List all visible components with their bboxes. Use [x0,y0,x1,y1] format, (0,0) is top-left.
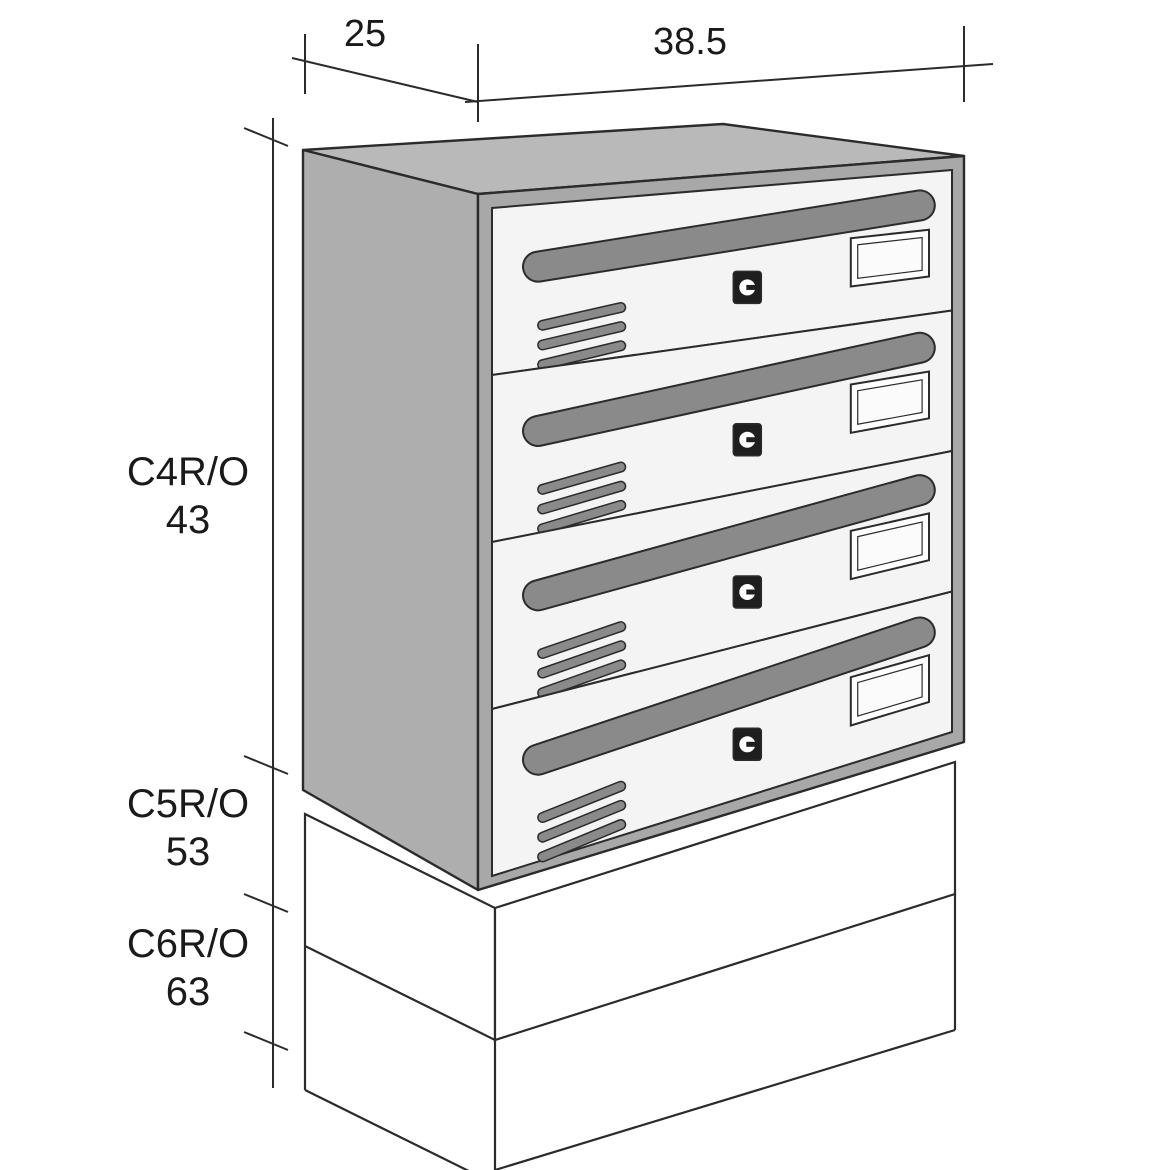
lock-keyway [746,589,758,595]
height-label-c6: C6R/O 63 [108,920,268,1016]
width-label: 38.5 [653,21,727,63]
extension-base-c6 [303,894,957,1170]
model-name-c5: C5R/O [126,782,250,826]
name-plate-window [857,663,923,717]
mailbox-door [491,168,953,377]
vent-slat [538,641,625,678]
height-label-c4: C4R/O 43 [108,448,268,544]
mailbox-door [491,590,953,878]
vent-slat [538,341,625,369]
vent-slat [538,660,625,697]
lock-icon [732,422,763,457]
letter-slot [524,476,934,610]
vent-slats [537,301,627,371]
vent-slat [538,801,625,842]
height-tick-c4 [243,755,289,775]
width-dimension-line [464,63,994,103]
letter-slot [524,618,934,774]
height-value-c4: 43 [165,498,211,542]
dimension-lines [243,26,994,1088]
vent-slat [538,322,625,349]
lock-keyway [746,284,758,290]
vent-slats [537,461,627,535]
vent-slat [538,463,625,494]
lock-icon [732,575,763,609]
name-plate-window [857,379,923,425]
height-label-c5: C5R/O 53 [108,780,268,876]
vent-slat [538,782,625,822]
vent-slat [538,303,625,330]
model-name-c4: C4R/O [126,450,250,494]
vent-slat [538,820,625,861]
letter-slot [524,191,934,281]
mailbox-doors [491,168,953,878]
lock-keyway [746,741,758,747]
height-value-c5: 53 [165,830,211,874]
depth-label: 25 [344,13,386,55]
mailbox-door [491,309,953,544]
height-value-c6: 63 [165,970,211,1014]
cabinet-side [301,148,480,892]
vent-slats [537,621,627,699]
lock-keyway [746,437,758,443]
lock-icon [732,727,763,762]
mailbox-door [491,449,953,711]
height-tick-top [243,127,289,147]
model-name-c6: C6R/O [126,922,250,966]
vent-slat [538,482,625,514]
lock-icon [732,270,763,305]
letter-slot [524,333,934,446]
depth-dimension-line [291,57,479,103]
vent-slats [537,780,627,863]
name-plate-window [857,236,923,280]
height-tick-c6 [243,1031,289,1051]
vent-slat [538,622,625,658]
name-plate-window [857,521,923,571]
height-tick-c5 [243,893,289,913]
vent-slat [538,501,625,533]
